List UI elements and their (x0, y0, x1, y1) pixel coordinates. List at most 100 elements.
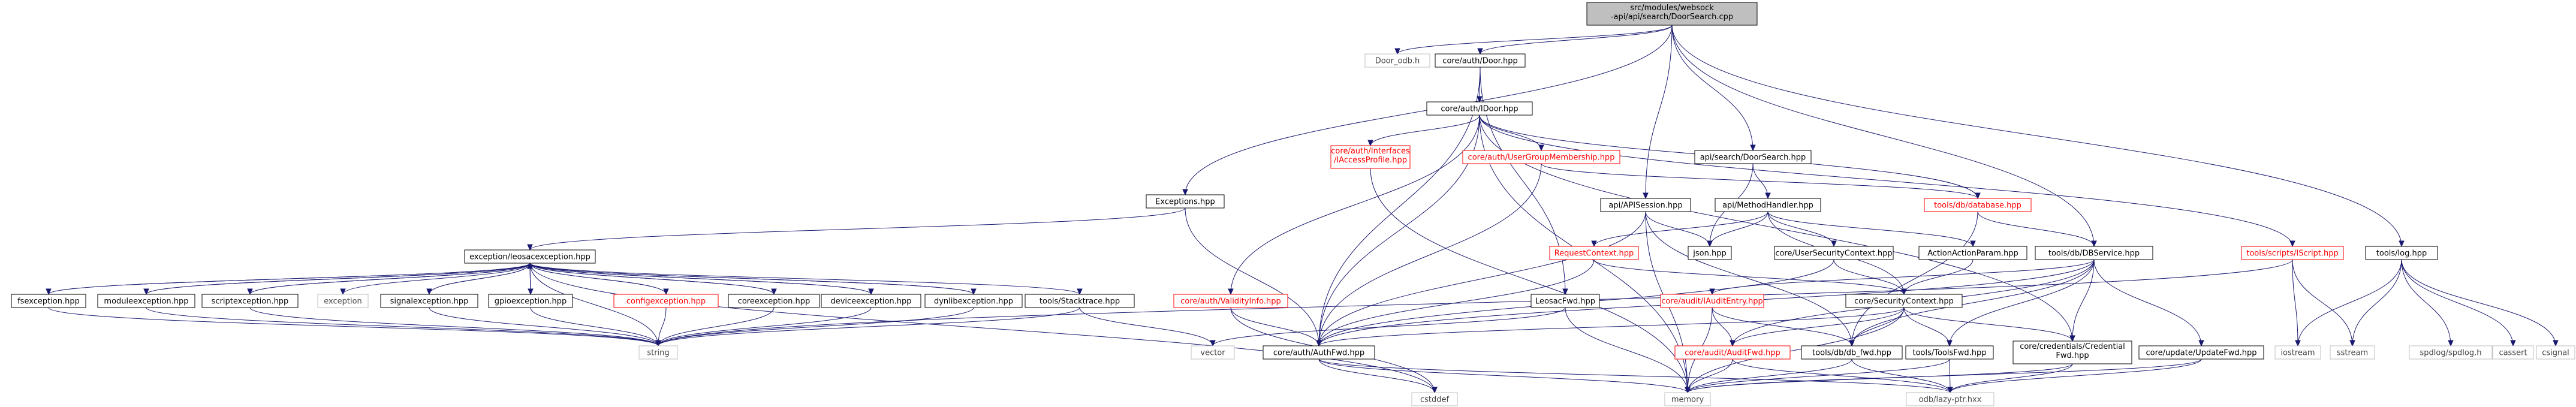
node-label-valid_info: core/auth/ValidityInfo.hpp (1180, 297, 1281, 306)
node-audit_entry[interactable]: core/audit/IAuditEntry.hpp (1660, 294, 1764, 308)
node-auth_fwd[interactable]: core/auth/AuthFwd.hpp (1263, 345, 1375, 360)
node-door_search_hpp[interactable]: api/search/DoorSearch.hpp (1694, 150, 1812, 164)
node-string[interactable]: string (638, 345, 678, 360)
edge-coreexception-to-leosac_exception (527, 262, 775, 295)
node-moduleexception[interactable]: moduleexception.hpp (97, 294, 195, 308)
node-user_security_context[interactable]: core/UserSecurityContext.hpp (1774, 246, 1894, 260)
node-action_param[interactable]: ActionActionParam.hpp (1918, 246, 2027, 260)
node-cstddef[interactable]: cstddef (1411, 392, 1458, 406)
edge-auth_idoor-to-script (1479, 114, 2295, 248)
edge-db_service-to-update_fwd (2093, 259, 2204, 347)
node-db_fwd[interactable]: tools/db/db_fwd.hpp (1801, 345, 1903, 360)
edge-auth_door-to-leosac_fwd (1480, 67, 1568, 296)
edge-leosac_exception-to-stacktrace (529, 263, 1083, 296)
node-label-script: tools/scripts/IScript.hpp (2246, 249, 2339, 258)
node-label-string: string (647, 349, 669, 358)
edge-audit_entry-to-audit_fwd (1712, 307, 1736, 347)
node-log[interactable]: tools/log.hpp (2365, 246, 2438, 260)
node-request_context[interactable]: RequestContext.hpp (1549, 246, 1639, 260)
node-label-leosac_fwd: LeosacFwd.hpp (1535, 297, 1595, 306)
node-gpioexception[interactable]: gpioexception.hpp (488, 294, 573, 308)
edge-method_handler-to-json (1707, 211, 1768, 248)
edge-root-to-log (1671, 25, 2405, 248)
node-audit_fwd[interactable]: core/audit/AuditFwd.hpp (1674, 345, 1791, 360)
node-access_profile[interactable]: core/auth/Interfaces/IAccessProfile.hpp (1330, 145, 1411, 169)
node-cassert[interactable]: cassert (2492, 345, 2534, 360)
edge-audit_entry-to-db_fwd (1712, 307, 1855, 347)
node-door_odb[interactable]: Door_odb.h (1364, 53, 1430, 68)
node-security_context[interactable]: core/SecurityContext.hpp (1845, 294, 1963, 308)
edge-update_fwd-to-lazy_ptr (1947, 358, 2202, 394)
node-label-coreexception: coreexception.hpp (738, 297, 811, 306)
edge-fsexception-to-string (48, 307, 661, 347)
node-valid_info[interactable]: core/auth/ValidityInfo.hpp (1173, 294, 1288, 308)
node-lazy_ptr[interactable]: odb/lazy-ptr.hxx (1906, 392, 1994, 406)
node-db_service[interactable]: tools/db/DBService.hpp (2035, 246, 2153, 260)
node-method_handler[interactable]: api/MethodHandler.hpp (1715, 198, 1821, 212)
node-configexception[interactable]: configexception.hpp (613, 294, 719, 308)
edge-auth_fwd-to-cstddef (1318, 358, 1438, 394)
node-vector[interactable]: vector (1191, 345, 1235, 360)
node-signalexception[interactable]: signalexception.hpp (380, 294, 478, 308)
edge-door_search_hpp-to-method_handler (1752, 163, 1771, 200)
node-iostream[interactable]: iostream (2274, 345, 2321, 360)
node-label-action_param: ActionActionParam.hpp (1927, 249, 2018, 258)
node-label-update_fwd: core/update/UpdateFwd.hpp (2146, 349, 2256, 358)
node-label-auth_door: core/auth/Door.hpp (1442, 57, 1517, 66)
edge-audit_fwd-to-lazy_ptr (1732, 358, 1953, 394)
node-exception[interactable]: exception (317, 294, 369, 308)
edge-auth_idoor-to-access_profile (1367, 114, 1480, 147)
edges-layer (46, 25, 2559, 394)
edge-security_context-to-credential_fwd (1903, 307, 2075, 342)
node-update_fwd[interactable]: core/update/UpdateFwd.hpp (2138, 345, 2264, 360)
edge-method_handler-to-request_context (1591, 211, 1768, 248)
node-fsexception[interactable]: fsexception.hpp (11, 294, 86, 308)
node-auth_idoor[interactable]: core/auth/IDoor.hpp (1426, 101, 1533, 116)
node-sstream[interactable]: sstream (2330, 345, 2375, 360)
edge-script-to-iostream (2292, 259, 2301, 347)
edge-tools_fwd-to-memory (1685, 358, 1950, 394)
node-label-memory: memory (1671, 396, 1704, 405)
node-api_session[interactable]: api/APISession.hpp (1600, 198, 1691, 212)
edge-moduleexception-to-leosac_exception (146, 262, 533, 295)
node-auth_door[interactable]: core/auth/Door.hpp (1435, 53, 1526, 68)
node-deviceexception[interactable]: deviceexception.hpp (821, 294, 921, 308)
node-label-method_handler: api/MethodHandler.hpp (1722, 201, 1813, 210)
edge-root-to-door_odb (1394, 25, 1673, 55)
node-memory[interactable]: memory (1664, 392, 1711, 406)
edge-log-to-iostream (2295, 259, 2402, 347)
edge-moduleexception-to-string (146, 307, 661, 347)
node-dynlibexception[interactable]: dynlibexception.hpp (924, 294, 1023, 308)
node-label-json: json.hpp (1692, 249, 1726, 258)
node-coreexception[interactable]: coreexception.hpp (728, 294, 820, 308)
node-label-csignal: csignal (2542, 349, 2569, 358)
node-leosac_fwd[interactable]: LeosacFwd.hpp (1530, 294, 1600, 308)
node-csignal[interactable]: csignal (2536, 345, 2575, 360)
node-spdlog[interactable]: spdlog/spdlog.h (2409, 345, 2493, 360)
node-database[interactable]: tools/db/database.hpp (1924, 198, 2032, 212)
node-label-spdlog: spdlog/spdlog.h (2420, 349, 2482, 358)
node-exceptions[interactable]: Exceptions.hpp (1146, 194, 1225, 209)
edge-dynlibexception-to-string (655, 307, 974, 347)
edge-audit_fwd-to-memory (1685, 358, 1733, 394)
nodes-layer: src/modules/websock-api/api/search/DoorS… (11, 2, 2575, 406)
node-leosac_exception[interactable]: exception/leosacexception.hpp (464, 249, 596, 264)
edge-security_context-to-db_fwd (1849, 307, 1905, 347)
node-user_group[interactable]: core/auth/UserGroupMembership.hpp (1462, 150, 1620, 164)
node-label-iostream: iostream (2280, 349, 2315, 358)
edge-db_service-to-tools_fwd (1947, 259, 2095, 347)
node-label-exceptions: Exceptions.hpp (1155, 198, 1215, 207)
node-stacktrace[interactable]: tools/Stacktrace.hpp (1025, 294, 1135, 308)
node-script[interactable]: tools/scripts/IScript.hpp (2241, 246, 2344, 260)
node-label-cstddef: cstddef (1420, 396, 1450, 405)
node-tools_fwd[interactable]: tools/ToolsFwd.hpp (1905, 345, 1994, 360)
node-root[interactable]: src/modules/websock-api/api/search/DoorS… (1586, 2, 1758, 26)
edge-root-to-api_session (1643, 25, 1673, 200)
edge-dynlibexception-to-leosac_exception (527, 262, 974, 295)
node-scriptexception[interactable]: scriptexception.hpp (201, 294, 299, 308)
edge-db_service-to-credential_fwd (2069, 259, 2095, 342)
edge-auth_idoor-to-valid_info (1228, 114, 1480, 296)
edge-database-to-db_service (1977, 211, 2097, 248)
node-json[interactable]: json.hpp (1688, 246, 1732, 260)
